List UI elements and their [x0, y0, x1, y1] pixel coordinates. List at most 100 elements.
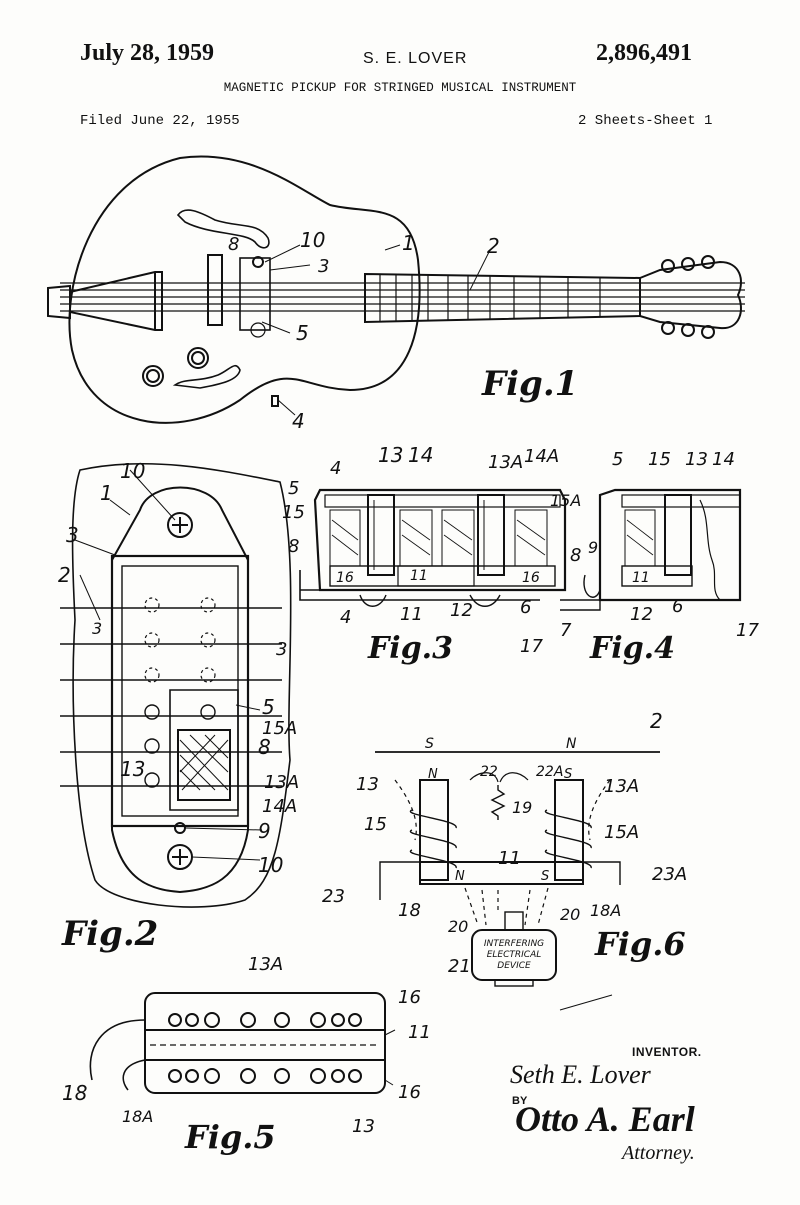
ref-numeral: 3 — [276, 639, 287, 660]
ref-numeral: 10 — [120, 459, 145, 483]
ref-numeral: S — [564, 767, 572, 782]
ref-numeral: 5 — [288, 478, 299, 499]
ref-numeral: 14 — [712, 449, 735, 470]
fig4-label: Fig.4 — [589, 631, 675, 666]
fig6-schematic-drawing — [375, 751, 660, 987]
ref-numeral: N — [455, 869, 465, 884]
ref-numeral: 11 — [498, 848, 521, 869]
ref-numeral: 13 — [120, 757, 145, 781]
ref-numeral: 9 — [588, 538, 598, 557]
ref-numeral: 8 — [228, 234, 239, 255]
fig1-label: Fig.1 — [481, 364, 578, 404]
attorney-label: Attorney. — [622, 1142, 695, 1164]
ref-numeral: 15A — [262, 718, 297, 739]
ref-numeral: 15A — [550, 491, 581, 510]
patent-title: MAGNETIC PICKUP FOR STRINGED MUSICAL INS… — [223, 81, 577, 95]
ref-numeral: 17 — [520, 636, 543, 657]
fig4-section-drawing — [560, 488, 742, 611]
ref-numeral: 15 — [282, 502, 305, 523]
ref-numeral: 2 — [650, 709, 663, 733]
ref-numeral: 20 — [560, 905, 580, 924]
ref-numeral: 15 — [364, 814, 387, 835]
ref-numeral: N — [566, 736, 577, 752]
ref-numeral: 4 — [292, 409, 305, 433]
ref-numeral: 12 — [450, 600, 473, 621]
fig6-label: Fig.6 — [594, 925, 686, 963]
ref-numeral: 16 — [336, 570, 354, 586]
ref-numeral: 2 — [58, 563, 71, 587]
ref-numeral: 15 — [648, 449, 671, 470]
ref-numeral: 4 — [330, 458, 341, 479]
ref-numeral: 22A — [536, 764, 563, 780]
fig2-label: Fig.2 — [61, 914, 158, 954]
ref-numeral: 13 — [356, 774, 379, 795]
ref-numeral: 20 — [448, 917, 468, 936]
ref-numeral: 18A — [590, 901, 621, 920]
filed-date: Filed June 22, 1955 — [80, 113, 240, 129]
ref-numeral: 8 — [570, 545, 581, 566]
ref-numeral: 18 — [398, 900, 421, 921]
ref-numeral: 18 — [62, 1081, 87, 1105]
ref-numeral: 3 — [66, 523, 79, 547]
ref-numeral: 3 — [318, 256, 329, 277]
ref-numeral: 14A — [262, 796, 297, 817]
ref-numeral: 23A — [652, 864, 687, 885]
ref-numeral: 16 — [522, 570, 540, 586]
ref-numeral: 11 — [400, 604, 423, 625]
ref-numeral: 17 — [736, 620, 759, 641]
ref-numeral: 4 — [340, 607, 351, 628]
inventor-label: INVENTOR. — [632, 1045, 702, 1059]
ref-numeral: 6 — [520, 597, 531, 618]
device-label-line1: INTERFERING — [484, 939, 544, 949]
patent-date: July 28, 1959 — [80, 40, 215, 66]
ref-numeral: 6 — [672, 596, 683, 617]
ref-numeral: 5 — [612, 449, 623, 470]
ref-numeral: 13 — [685, 449, 708, 470]
ref-numeral: S — [425, 736, 434, 752]
ref-numeral: 22 — [480, 764, 498, 780]
ref-numeral: 9 — [258, 819, 271, 843]
ref-numeral: 16 — [398, 987, 421, 1008]
fig1-guitar-drawing — [47, 155, 745, 424]
patent-number: 2,896,491 — [596, 40, 692, 66]
ref-numeral: 5 — [296, 321, 309, 345]
ref-numeral: 16 — [398, 1082, 421, 1103]
ref-numeral: 19 — [512, 798, 532, 817]
fig2-pickup-top-drawing — [60, 462, 292, 908]
ref-numeral: 3 — [92, 619, 102, 638]
ref-numeral: S — [541, 869, 549, 884]
device-label-line3: DEVICE — [497, 961, 531, 971]
inventor-signature: Seth E. Lover — [510, 1060, 651, 1089]
ref-numeral: 14 — [408, 443, 433, 467]
ref-numeral: 18A — [122, 1107, 153, 1126]
ref-numeral: 13A — [264, 772, 299, 793]
fig5-label: Fig.5 — [184, 1118, 276, 1156]
ref-numeral: 13A — [488, 452, 523, 473]
inventor-short-name: S. E. LOVER — [363, 50, 468, 67]
ref-numeral: 10 — [258, 853, 283, 877]
fig5-bottom-drawing — [89, 992, 386, 1094]
ref-numeral: 12 — [630, 604, 653, 625]
ref-numeral: 10 — [300, 228, 325, 252]
sheet-count: 2 Sheets-Sheet 1 — [578, 113, 713, 129]
ref-numeral: 5 — [262, 695, 275, 719]
ref-numeral: 8 — [288, 536, 299, 557]
ref-numeral: 11 — [410, 568, 428, 584]
fig3-label: Fig.3 — [367, 631, 453, 666]
ref-numeral: 7 — [560, 620, 572, 641]
ref-numeral: 1 — [402, 231, 415, 255]
ref-numeral: N — [428, 767, 438, 782]
ref-numeral: 8 — [258, 735, 271, 759]
ref-numeral: 21 — [448, 956, 471, 977]
ref-numeral: 13A — [604, 776, 639, 797]
ref-numeral: 23 — [322, 886, 345, 907]
ref-numeral: 15A — [604, 822, 639, 843]
by-label: BY — [512, 1095, 528, 1107]
ref-numeral: 1 — [100, 481, 113, 505]
device-label-line2: ELECTRICAL — [487, 950, 542, 960]
attorney-signature: Otto A. Earl — [515, 1099, 695, 1139]
ref-numeral: 11 — [408, 1022, 431, 1043]
ref-numeral: 13 — [352, 1116, 375, 1137]
